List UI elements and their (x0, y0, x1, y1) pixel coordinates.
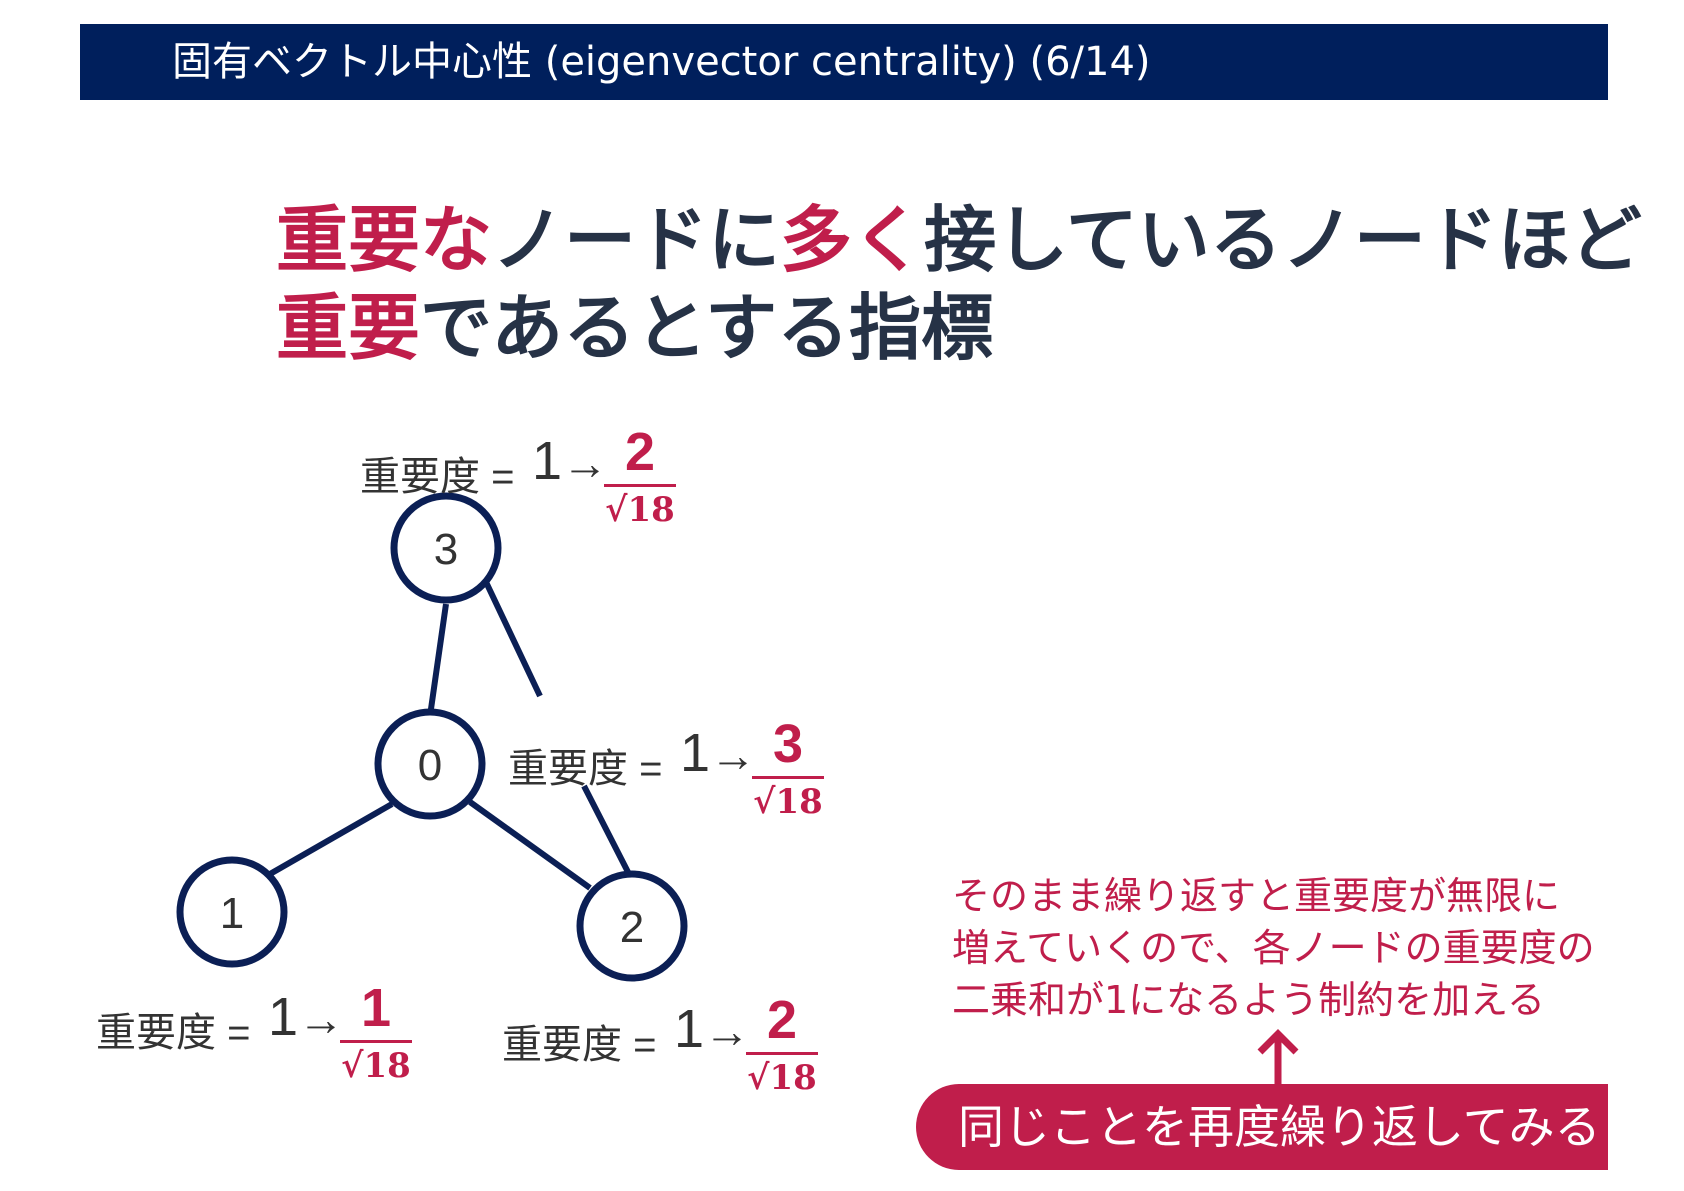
headline-text: ノードに (492, 198, 781, 282)
headline-highlight: な (420, 198, 493, 282)
fraction-denominator: √18 (747, 1058, 817, 1098)
fraction-denominator: √18 (341, 1046, 411, 1086)
slide-header: 固有ベクトル中心性 (eigenvector centrality) (6/14… (80, 24, 1608, 100)
headline-highlight: 多く (780, 198, 925, 282)
slide-title: 固有ベクトル中心性 (eigenvector centrality) (6/14… (172, 39, 1151, 85)
importance-old: 1 (680, 723, 711, 783)
note-line: 二乗和が1になるよう制約を加える (952, 978, 1546, 1022)
headline-line-2: 重要であるとする指標 (276, 284, 1642, 372)
edge-3-0 (427, 603, 449, 717)
importance-label: 重要度 = (360, 455, 515, 499)
headline-text: 接しているノードほど (924, 198, 1642, 282)
node-0 (374, 708, 486, 820)
importance-fraction: 3 √18 (752, 716, 824, 821)
edge-0-2 (468, 799, 592, 891)
fraction-numerator: 1 (360, 978, 392, 1038)
headline-highlight: 重要 (276, 198, 421, 282)
importance-label: 重要度 = (96, 1011, 251, 1055)
node-label-1: 1 (220, 889, 244, 938)
importance-fraction: 2 √18 (604, 424, 676, 529)
node-label-3: 3 (434, 525, 458, 574)
fraction-numerator: 2 (624, 422, 656, 482)
importance-fraction: 2 √18 (746, 992, 818, 1097)
headline-text: であるとする指標 (420, 286, 994, 370)
headline-line-1: 重要なノードに多く接しているノードほど (276, 196, 1642, 284)
repeat-banner: 同じことを再度繰り返してみる (916, 1084, 1608, 1170)
node-label-0: 0 (418, 741, 442, 790)
note-line: 増えていくので、各ノードの重要度の (952, 926, 1595, 970)
arrow-icon: → (298, 993, 344, 1045)
importance-old: 1 (674, 999, 705, 1059)
fraction-denominator: √18 (605, 490, 675, 530)
arrow-up-icon (1257, 1029, 1299, 1084)
importance-old: 1 (532, 431, 563, 491)
fraction-numerator: 3 (772, 714, 804, 774)
importance-label: 重要度 = (508, 747, 663, 791)
edge-0-1 (268, 801, 394, 877)
note-line: そのまま繰り返すと重要度が無限に (952, 874, 1561, 918)
fraction-numerator: 2 (766, 990, 798, 1050)
headline: 重要なノードに多く接しているノードほど 重要であるとする指標 (276, 196, 1642, 372)
importance-label: 重要度 = (502, 1023, 657, 1067)
fraction-bar (746, 1052, 818, 1055)
node-1 (176, 856, 288, 968)
importance-old: 1 (268, 987, 299, 1047)
node-3 (390, 492, 502, 604)
arrow-icon: → (562, 437, 608, 489)
fraction-bar (340, 1040, 412, 1043)
fraction-denominator: √18 (753, 782, 823, 822)
repeat-banner-label: 同じことを再度繰り返してみる (958, 1100, 1601, 1154)
normalization-note: そのまま繰り返すと重要度が無限に 増えていくので、各ノードの重要度の 二乗和が1… (952, 870, 1612, 1026)
importance-fraction: 1 √18 (340, 980, 412, 1085)
edge-3-2 (483, 580, 543, 698)
edge-3-2-lower (581, 784, 633, 878)
node-2 (576, 870, 688, 982)
fraction-bar (604, 484, 676, 487)
fraction-bar (752, 776, 824, 779)
arrow-icon: → (710, 729, 756, 781)
headline-highlight: 重要 (276, 286, 421, 370)
node-label-2: 2 (620, 903, 644, 952)
arrow-icon: → (704, 1005, 750, 1057)
